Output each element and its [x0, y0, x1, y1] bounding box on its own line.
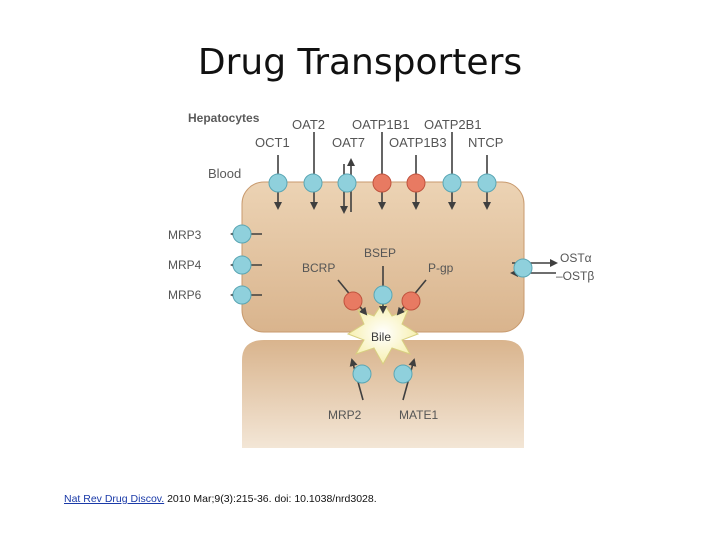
transporter-ost	[513, 258, 533, 278]
citation-details: 2010 Mar;9(3):215-36. doi: 10.1038/nrd30…	[164, 493, 377, 505]
label-oatp2b1: OATP2B1	[424, 117, 482, 132]
bile-label: Bile	[371, 330, 391, 344]
label-ost-alpha: OSTα	[560, 251, 592, 265]
label-oatp1b1: OATP1B1	[352, 117, 410, 132]
transporter-mate1	[393, 364, 413, 384]
label-mrp6: MRP6	[168, 288, 202, 302]
transporter-mrp2	[352, 364, 372, 384]
label-oct1: OCT1	[255, 135, 290, 150]
hepatocytes-label: Hepatocytes	[188, 111, 260, 125]
transporter-oatp2b1	[442, 173, 462, 193]
label-mate1: MATE1	[399, 408, 438, 422]
transporter-oatp1b1	[372, 173, 392, 193]
label-bsep: BSEP	[364, 246, 396, 260]
transporter-oct1	[268, 173, 288, 193]
label-oatp1b3: OATP1B3	[389, 135, 447, 150]
journal-link[interactable]: Nat Rev Drug Discov.	[64, 493, 165, 505]
label-oat7: OAT7	[332, 135, 365, 150]
citation: Nat Rev Drug Discov. 2010 Mar;9(3):215-3…	[64, 493, 377, 505]
transporter-mrp6	[232, 285, 252, 305]
label-bcrp: BCRP	[302, 261, 335, 275]
transporter-oatp1b3	[406, 173, 426, 193]
transporter-oat2	[303, 173, 323, 193]
transporter-bsep	[373, 285, 393, 305]
transporter-mrp3	[232, 224, 252, 244]
transporter-ntcp	[477, 173, 497, 193]
label-mrp3: MRP3	[168, 228, 202, 242]
lower-hepatocyte	[242, 340, 524, 448]
label-mrp4: MRP4	[168, 258, 202, 272]
transporter-mrp4	[232, 255, 252, 275]
label-pgp: P-gp	[428, 261, 454, 275]
bile-canaliculus	[346, 301, 420, 366]
blood-label: Blood	[208, 166, 241, 181]
label-mrp2: MRP2	[328, 408, 362, 422]
slide-title: Drug Transporters	[197, 42, 523, 83]
transporter-pgp	[401, 291, 421, 311]
transporter-oat7	[337, 173, 357, 193]
label-ost-beta: –OSTβ	[556, 269, 594, 283]
label-ntcp: NTCP	[468, 135, 503, 150]
label-oat2: OAT2	[292, 117, 325, 132]
transporter-bcrp	[343, 291, 363, 311]
